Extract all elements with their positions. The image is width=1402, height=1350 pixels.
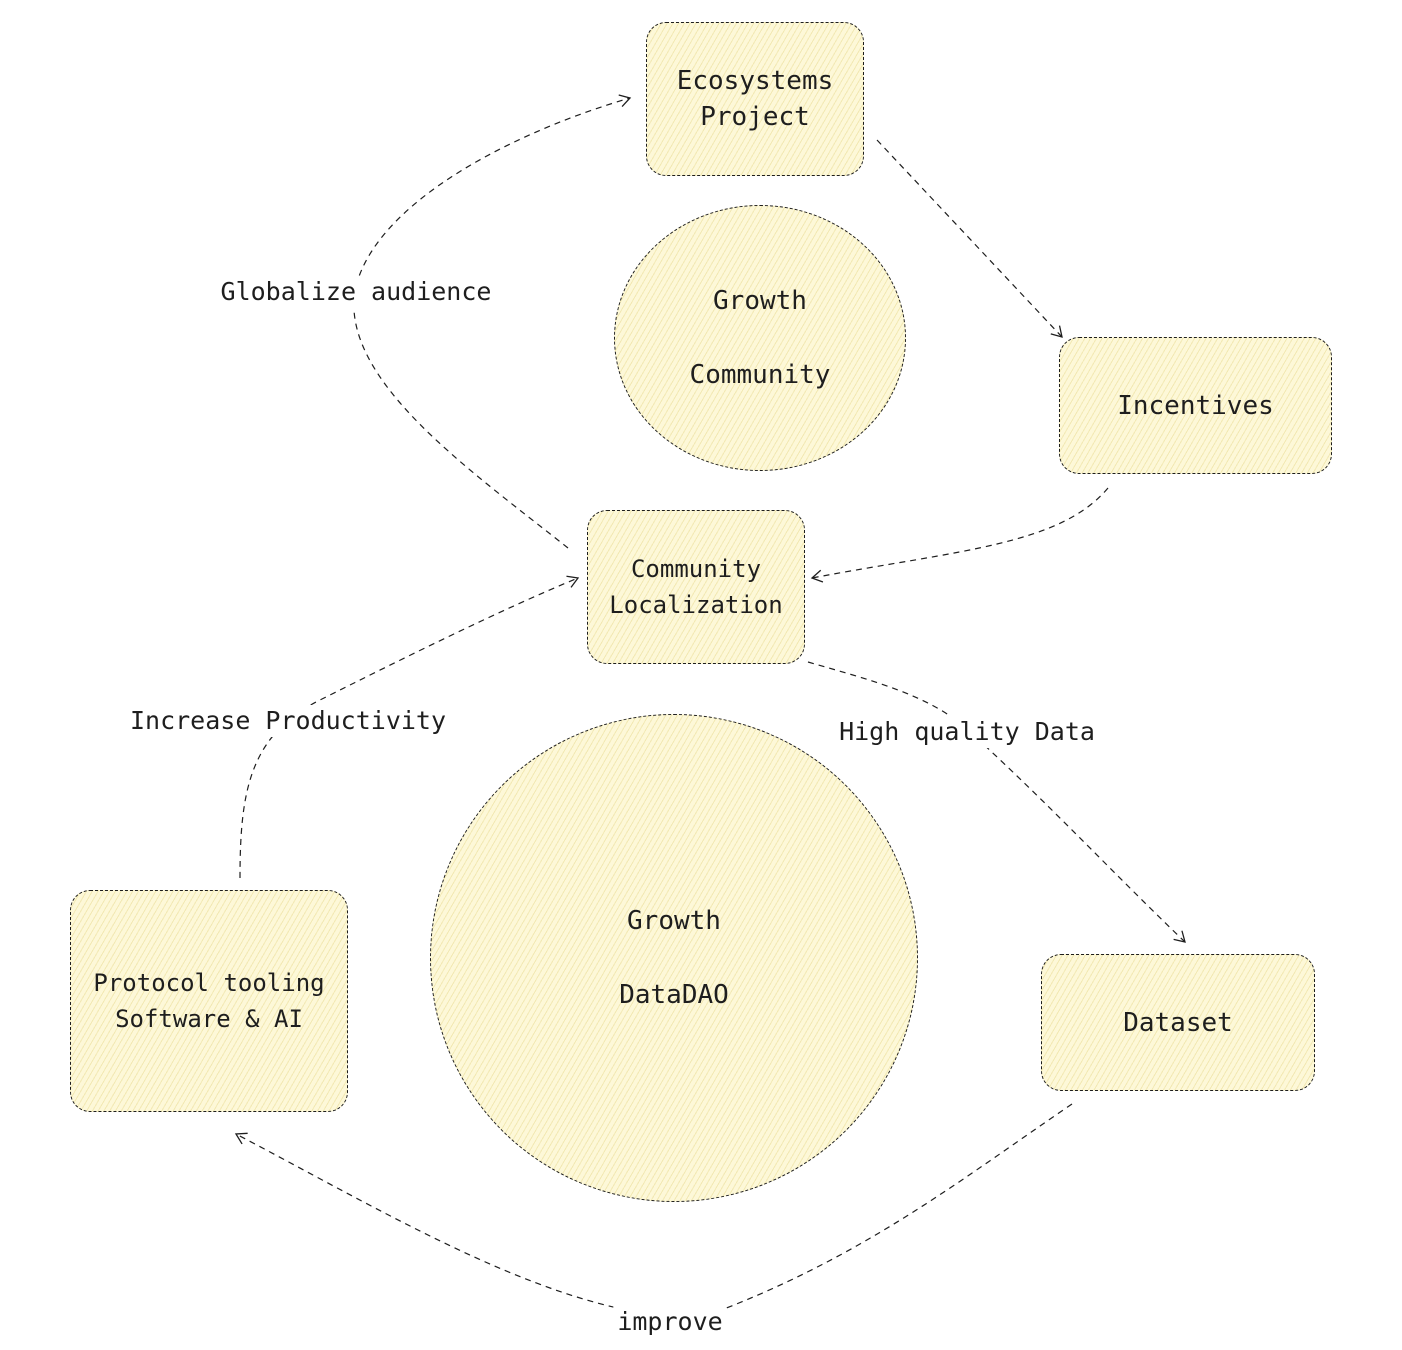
node-dataset-line-1: Dataset [1123,1007,1233,1038]
node-growth-datadao-line-1: Growth [627,906,721,936]
node-community-localization-line-2: Localization [609,591,783,619]
edge-label-increase-productivity: Increase Productivity [125,705,451,737]
node-incentives-line-1: Incentives [1117,390,1274,421]
edge-label-high-quality-data: High quality Data [835,716,1099,748]
edge-community-to-ecosystems [353,94,632,549]
edge-community-to-dataset [807,661,1186,943]
edge-label-improve: improve [613,1306,727,1338]
node-growth-community-line-2: Community [689,360,831,390]
node-ecosystems-project-line-2: Project [700,102,810,132]
node-growth-datadao-line-2: DataDAO [619,980,729,1010]
node-community-localization[interactable]: Community Localization [587,510,805,664]
node-dataset[interactable]: Dataset [1041,954,1315,1091]
node-growth-datadao[interactable]: Growth DataDAO [430,714,918,1202]
edge-ecosystems-to-incentives [876,139,1063,338]
node-community-localization-line-1: Community [630,555,762,583]
node-growth-community-line-1: Growth [713,286,807,316]
node-ecosystems-project[interactable]: Ecosystems Project [646,22,864,176]
node-growth-community[interactable]: Growth Community [614,205,906,471]
node-protocol-tooling-line-2: Software & AI [115,1005,303,1033]
edge-incentives-to-community [810,487,1109,583]
node-incentives[interactable]: Incentives [1059,337,1332,474]
edge-protocol-to-community [239,575,580,879]
edge-label-globalize-audience: Globalize audience [216,276,496,308]
node-ecosystems-project-line-1: Ecosystems [676,66,834,96]
node-protocol-tooling-line-1: Protocol tooling [93,969,325,997]
node-protocol-tooling[interactable]: Protocol tooling Software & AI [70,890,348,1112]
